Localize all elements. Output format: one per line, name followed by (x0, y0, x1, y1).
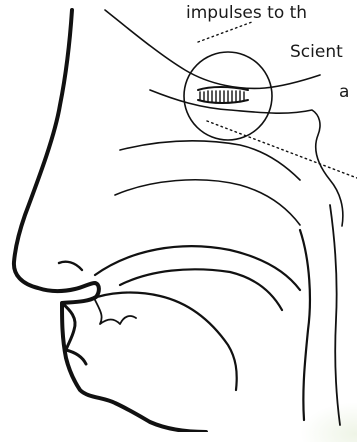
nasal-anatomy-diagram (0, 0, 357, 432)
tongue-outline (88, 293, 237, 390)
turbinate-middle (115, 180, 300, 225)
pharynx-wall (300, 230, 310, 420)
nostril-line (59, 262, 82, 270)
label-line-2: Scient (290, 42, 343, 62)
soft-palate (120, 269, 282, 310)
tongue-detail (95, 300, 136, 324)
olfactory-contour (150, 90, 343, 226)
face-profile-outline (14, 10, 206, 432)
label-line-3: a (339, 82, 349, 102)
pharynx-back (330, 205, 340, 425)
olfactory-epithelium (198, 87, 248, 103)
leader-line-bottom (207, 121, 357, 178)
label-line-1: impulses to th (186, 3, 307, 23)
leader-line-top (198, 22, 252, 42)
